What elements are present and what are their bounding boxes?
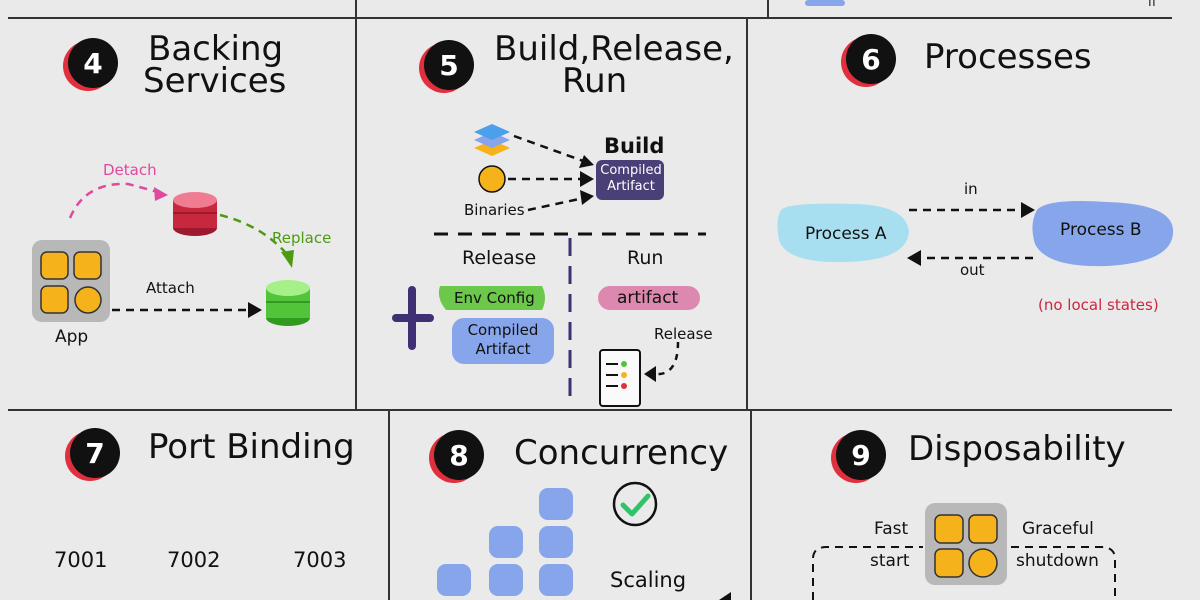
disposability-graphic (812, 503, 1116, 600)
factor-5-title-line2: Run (562, 61, 628, 101)
factor-7-title: Port Binding (148, 427, 355, 467)
processes-graphic (777, 201, 1174, 267)
run-heading: Run (627, 247, 664, 269)
replace-label: Replace (272, 229, 332, 247)
no-local-states-note: (no local states) (1038, 296, 1159, 314)
factor-8-title: Concurrency (514, 433, 729, 473)
process-b-label: Process B (1060, 220, 1142, 240)
detach-label: Detach (103, 161, 157, 179)
factor-4-title-line1: Backing (148, 29, 284, 69)
port-7001: 7001 (54, 548, 108, 572)
factor-6-title: Processes (924, 37, 1092, 77)
release-heading: Release (462, 247, 537, 269)
out-label: out (960, 261, 985, 279)
factor-9-badge: 9 (836, 430, 886, 480)
factor-4-badge: 4 (68, 38, 118, 88)
backing-services-graphic (32, 182, 310, 326)
build-label: Build (604, 134, 665, 158)
start-label: start (870, 551, 910, 571)
factor-4-title-line2: Services (143, 61, 287, 101)
build-compiled-artifact-label: Compiled Artifact (600, 163, 662, 194)
green-database-icon (266, 280, 310, 326)
release-arrow-label: Release (654, 325, 713, 343)
release-document-icon (599, 349, 641, 407)
fast-label: Fast (874, 519, 909, 539)
layers-icon (474, 124, 510, 156)
factor-7-badge: 7 (70, 428, 120, 478)
factor-6-badge: 6 (846, 34, 896, 84)
scaling-blocks (437, 488, 573, 596)
port-7003: 7003 (293, 548, 347, 572)
red-database-icon (173, 192, 217, 236)
process-a-label: Process A (805, 224, 887, 244)
env-config-label: Env Config (454, 289, 535, 307)
concurrency-graphic (437, 481, 731, 600)
app-icon (925, 503, 1007, 585)
binaries-label: Binaries (464, 201, 525, 219)
app-label: App (55, 327, 89, 347)
build-release-run-graphic (392, 124, 706, 407)
app-icon (32, 240, 110, 322)
artifact-label: artifact (617, 288, 679, 308)
port-7002: 7002 (167, 548, 221, 572)
svg-text:ff: ff (1148, 0, 1157, 9)
in-label: in (964, 180, 978, 198)
factor-5-title-line1: Build,Release, (494, 29, 734, 69)
graceful-label: Graceful (1022, 519, 1094, 539)
factor-5-badge: 5 (424, 40, 474, 90)
scaling-label: Scaling (610, 568, 687, 592)
shutdown-label: shutdown (1016, 551, 1099, 571)
factor-8-badge: 8 (434, 430, 484, 480)
binary-circle-icon (478, 165, 506, 193)
release-compiled-artifact-label: Compiled Artifact (467, 321, 539, 358)
attach-label: Attach (146, 279, 195, 297)
check-icon (612, 481, 658, 527)
factor-9-title: Disposability (908, 429, 1126, 469)
